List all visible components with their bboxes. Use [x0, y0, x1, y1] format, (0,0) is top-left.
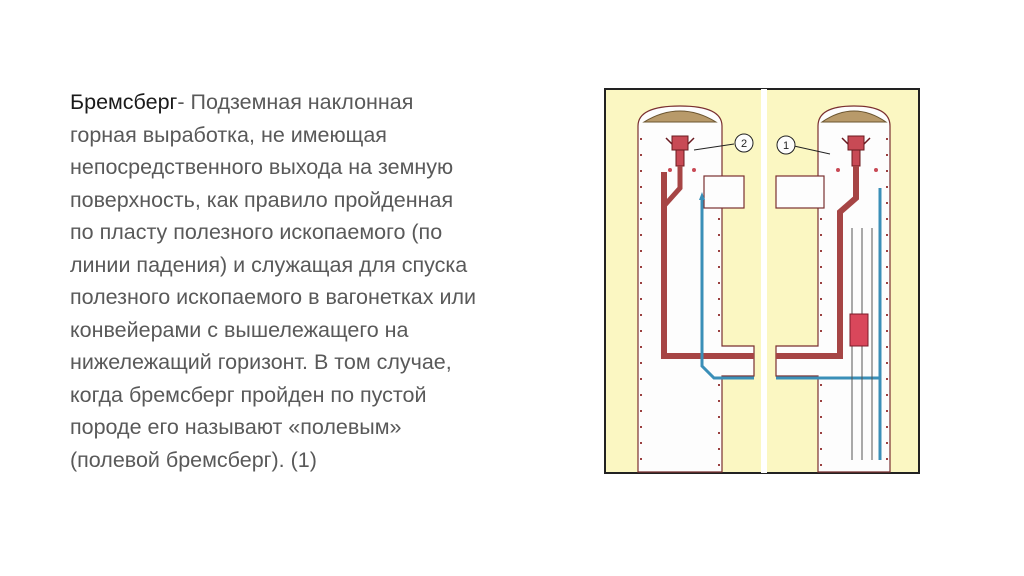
left-hoist-icon — [665, 135, 695, 167]
definition-line: полезного ископаемого в вагонетках или — [70, 285, 477, 309]
definition-line: (полевой бремсберг). (1) — [70, 447, 317, 472]
callout-2: 2 — [693, 133, 754, 153]
callout-1: 1 — [776, 135, 831, 155]
callout-2-label: 2 — [741, 138, 747, 150]
definition-line: по пласту полезного ископаемого (по — [70, 220, 443, 244]
definition-line: непосредственного выхода на земную — [70, 155, 454, 179]
definition-line: нижележащий горизонт. В том случае, — [70, 350, 452, 374]
right-shaft — [775, 105, 891, 473]
definition-first-line: Бремсберг- Подземная наклонная — [70, 86, 590, 119]
definition-line: конвейерами с вышележащего на — [70, 317, 409, 342]
diagram-svg: 2 — [604, 88, 920, 474]
definition-line: горная выработка, не имеющая — [70, 122, 387, 147]
bremsberg-diagram: 2 — [604, 88, 920, 474]
definition-line: поверхность, как правило пройденная — [70, 187, 454, 212]
right-rock-cap — [820, 110, 888, 123]
definition-line: когда бремсберг пройден по пустой — [70, 382, 427, 407]
left-arrow-up-icon — [699, 192, 705, 200]
left-shaft — [637, 105, 755, 473]
left-red-pipe-branch — [662, 166, 683, 208]
left-marker-dot — [692, 168, 696, 172]
right-blue-pipe — [776, 188, 882, 460]
right-chamber — [775, 175, 825, 209]
left-marker-dot — [668, 168, 672, 172]
left-chamber — [703, 175, 745, 209]
left-blue-pipe — [700, 198, 754, 380]
definition-text: Бремсберг- Подземная наклонная горная вы… — [70, 86, 590, 476]
definition-line: породе его называют «полевым» — [70, 415, 402, 439]
right-red-pipe — [776, 166, 859, 359]
definition-line: - Подземная наклонная — [177, 90, 414, 114]
right-marker-dot — [874, 168, 878, 172]
left-red-pipe — [661, 172, 754, 359]
left-rock-cap — [642, 110, 718, 123]
right-hoist-icon — [841, 135, 871, 167]
definition-term: Бремсберг — [70, 90, 178, 114]
right-marker-dot — [836, 168, 840, 172]
callout-1-label: 1 — [783, 140, 789, 152]
skip-car-icon — [849, 313, 869, 347]
definition-line: линии падения) и служащая для спуска — [70, 252, 468, 277]
